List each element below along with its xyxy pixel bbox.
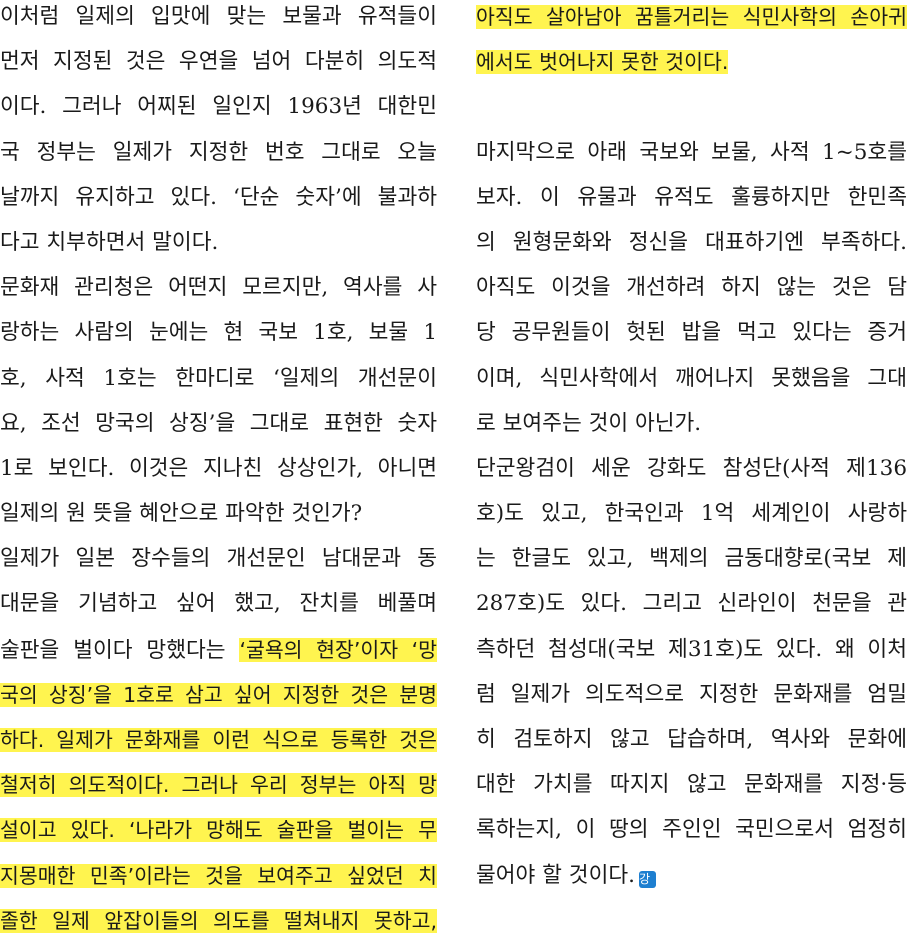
text-line: 럼 일제가 의도적으로 지정한 문화재를 엄밀 [476,678,907,723]
body-text: 일제의 원 뜻을 혜안으로 파악한 것인가? [0,501,363,527]
text-line: 단군왕검이 세운 강화도 참성단(사적 제136 [476,452,907,497]
body-text: 이처럼 일제의 입맛에 맞는 보물과 유적들이 [0,4,437,29]
highlighted-text: 졸한 일제 앞잡이들의 의도를 떨쳐내지 못하고, [0,908,437,933]
text-line: 다고 치부하면서 말이다. [0,226,437,271]
body-text: 날까지 유지하고 있다. ‘단순 숫자’에 불과하 [0,184,437,210]
body-text: 로 보여주는 것이 아닌가. [476,410,702,436]
text-line: 아직도 살아남아 꿈틀거리는 식민사학의 손아귀 [476,0,907,45]
end-of-article-mark-icon: 강 [638,870,656,888]
body-text: 먼저 지정된 것은 우연을 넘어 다분히 의도적 [0,49,437,75]
text-line: 술판을 벌이다 망했다는 ‘굴욕의 현장’이자 ‘망 [0,633,437,678]
text-line: 일제가 일본 장수들의 개선문인 남대문과 동 [0,542,437,587]
text-line: 요, 조선 망국의 상징’을 그대로 표현한 숫자 [0,407,437,452]
highlighted-text: 국의 상징’을 1호로 삼고 싶어 지정한 것은 분명 [0,682,437,707]
body-text: 물어야 할 것이다. [476,862,635,888]
highlighted-text: 지몽매한 민족’이라는 것을 보여주고 싶었던 치 [0,863,437,888]
text-line: 문화재 관리청은 어떤지 모르지만, 역사를 사 [0,271,437,316]
highlighted-text: 에서도 벗어나지 못한 것이다. [476,50,729,75]
text-line: 에서도 벗어나지 못한 것이다. [476,45,907,90]
body-text: 히 검토하지 않고 답습하며, 역사와 문화에 [476,727,907,752]
text-line: 는 한글도 있고, 백제의 금동대향로(국보 제 [476,542,907,587]
body-text: 당 공무원들이 헛된 밥을 먹고 있다는 증거 [476,320,907,346]
body-text: 대한 가치를 따지지 않고 문화재를 지정·등 [476,772,907,798]
highlighted-text: ‘굴욕의 현장’이자 ‘망 [239,637,437,662]
text-line: 날까지 유지하고 있다. ‘단순 숫자’에 불과하 [0,181,437,226]
text-line: 287호)도 있다. 그리고 신라인이 천문을 관 [476,587,907,632]
body-text: 보자. 이 유물과 유적도 훌륭하지만 한민족 [476,184,907,210]
body-text: 록하는지, 이 땅의 주인인 국민으로서 엄정히 [476,817,907,843]
text-line: 이다. 그러나 어찌된 일인지 1963년 대한민 [0,90,437,135]
text-line: 1로 보인다. 이것은 지나친 상상인가, 아니면 [0,452,437,497]
text-line: 이며, 식민사학에서 깨어나지 못했음을 그대 [476,362,907,407]
body-text: 럼 일제가 의도적으로 지정한 문화재를 엄밀 [476,681,907,707]
body-text: 문화재 관리청은 어떤지 모르지만, 역사를 사 [0,275,437,301]
text-line: 설이고 있다. ‘나라가 망해도 술판을 벌이는 무 [0,813,437,858]
text-line: 지몽매한 민족’이라는 것을 보여주고 싶었던 치 [0,859,437,904]
body-text: 술판을 벌이다 망했다는 [0,637,240,663]
text-line: 호)도 있고, 한국인과 1억 세계인이 사랑하 [476,497,907,542]
text-line: 호, 사적 1호는 한마디로 ‘일제의 개선문이 [0,362,437,407]
body-text: 아직도 이것을 개선하려 하지 않는 것은 담 [476,275,907,301]
body-text: 대문을 기념하고 싶어 했고, 잔치를 베풀며 [0,591,437,617]
body-text: 랑하는 사람의 눈에는 현 국보 1호, 보물 1 [0,320,437,346]
text-line: 마지막으로 아래 국보와 보물, 사적 1~5호를 [476,136,907,181]
highlighted-text: 설이고 있다. ‘나라가 망해도 술판을 벌이는 무 [0,818,437,843]
text-line: 일제의 원 뜻을 혜안으로 파악한 것인가? [0,497,437,542]
text-line: 록하는지, 이 땅의 주인인 국민으로서 엄정히 [476,813,907,858]
text-line: 아직도 이것을 개선하려 하지 않는 것은 담 [476,271,907,316]
body-text: 단군왕검이 세운 강화도 참성단(사적 제136 [476,455,907,481]
paragraph-gap [476,90,907,135]
text-line: 먼저 지정된 것은 우연을 넘어 다분히 의도적 [0,45,437,90]
body-text: 다고 치부하면서 말이다. [0,229,219,255]
text-line: 당 공무원들이 헛된 밥을 먹고 있다는 증거 [476,316,907,361]
text-line: 히 검토하지 않고 답습하며, 역사와 문화에 [476,723,907,768]
body-text: 측하던 첨성대(국보 제31호)도 있다. 왜 이처 [476,636,907,662]
text-line: 졸한 일제 앞잡이들의 의도를 떨쳐내지 못하고, [0,904,437,949]
body-text: 1로 보인다. 이것은 지나친 상상인가, 아니면 [0,455,437,481]
body-text: 국 정부는 일제가 지정한 번호 그대로 오늘 [0,139,437,165]
body-text: 이다. 그러나 어찌된 일인지 1963년 대한민 [0,94,437,120]
highlighted-text: 철저히 의도적이다. 그러나 우리 정부는 아직 망 [0,773,437,798]
body-text: 요, 조선 망국의 상징’을 그대로 표현한 숫자 [0,410,437,436]
body-text: 의 원형문화와 정신을 대표하기엔 부족하다. [476,229,907,255]
text-line: 의 원형문화와 정신을 대표하기엔 부족하다. [476,226,907,271]
text-line: 국 정부는 일제가 지정한 번호 그대로 오늘 [0,136,437,181]
body-text: 호)도 있고, 한국인과 1억 세계인이 사랑하 [476,501,907,527]
text-line: 철저히 의도적이다. 그러나 우리 정부는 아직 망 [0,768,437,813]
body-text: 는 한글도 있고, 백제의 금동대향로(국보 제 [476,546,907,572]
text-line: 로 보여주는 것이 아닌가. [476,407,907,452]
highlighted-text: 아직도 살아남아 꿈틀거리는 식민사학의 손아귀 [476,5,907,29]
highlighted-text: 하다. 일제가 문화재를 이런 식으로 등록한 것은 [0,728,437,752]
text-line: 하다. 일제가 문화재를 이런 식으로 등록한 것은 [0,723,437,768]
body-text: 이며, 식민사학에서 깨어나지 못했음을 그대 [476,365,907,391]
text-line: 랑하는 사람의 눈에는 현 국보 1호, 보물 1 [0,316,437,361]
text-line: 보자. 이 유물과 유적도 훌륭하지만 한민족 [476,181,907,226]
text-line: 대문을 기념하고 싶어 했고, 잔치를 베풀며 [0,587,437,632]
body-text: 일제가 일본 장수들의 개선문인 남대문과 동 [0,546,437,572]
text-line: 측하던 첨성대(국보 제31호)도 있다. 왜 이처 [476,633,907,678]
body-text: 호, 사적 1호는 한마디로 ‘일제의 개선문이 [0,365,437,391]
text-line: 물어야 할 것이다.강 [476,859,907,904]
body-text: 마지막으로 아래 국보와 보물, 사적 1~5호를 [476,139,907,165]
body-text: 287호)도 있다. 그리고 신라인이 천문을 관 [476,591,907,617]
text-line: 국의 상징’을 1호로 삼고 싶어 지정한 것은 분명 [0,678,437,723]
text-line: 이처럼 일제의 입맛에 맞는 보물과 유적들이 [0,0,437,45]
text-line: 대한 가치를 따지지 않고 문화재를 지정·등 [476,768,907,813]
